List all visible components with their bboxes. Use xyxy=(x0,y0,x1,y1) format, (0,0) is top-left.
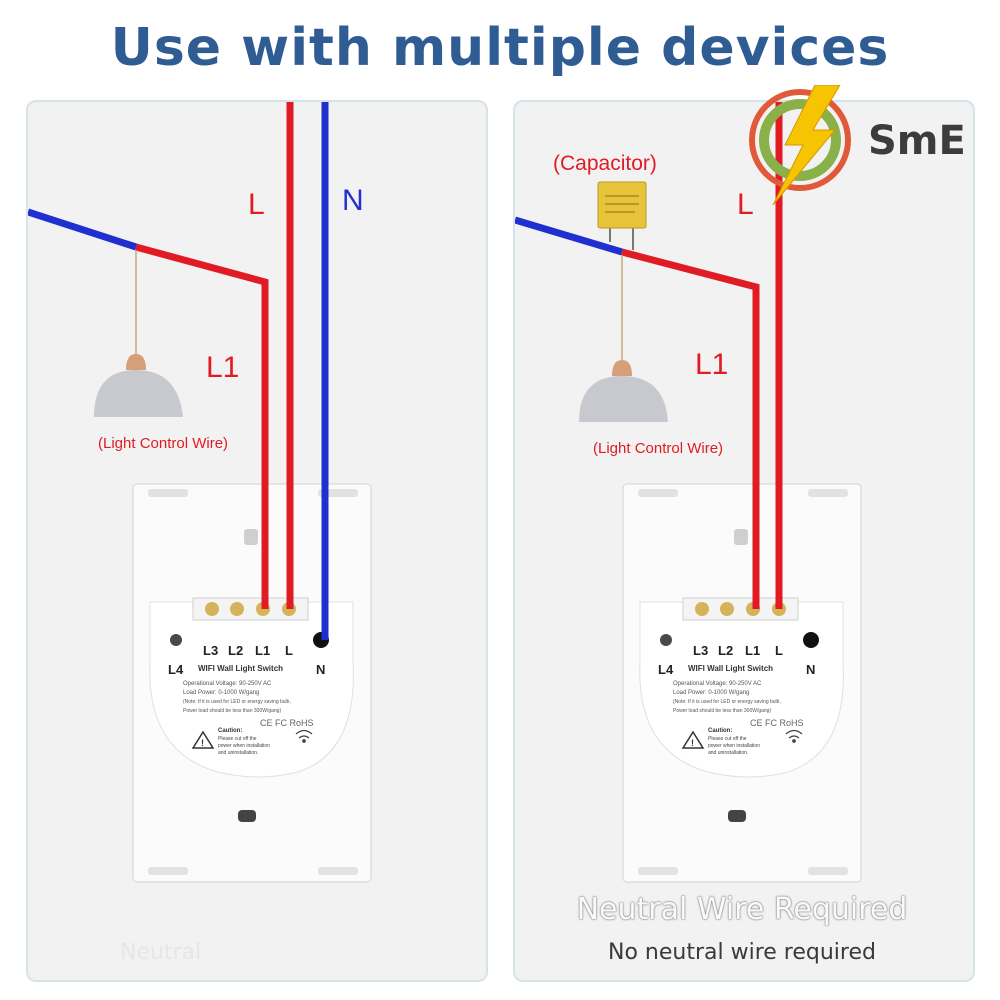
switch-model: WIFI Wall Light Switch xyxy=(688,664,773,673)
faded-caption: Neutral xyxy=(120,940,202,965)
switch-spec-line: Power load should be less than 300W/gang… xyxy=(673,708,771,714)
wifi-icon xyxy=(295,729,313,743)
lamp-neutral-wire xyxy=(515,216,624,256)
wifi-icon xyxy=(785,729,803,743)
terminal-label: L2 xyxy=(228,643,243,658)
capacitor-icon xyxy=(597,181,647,250)
caution-line: Please cut off the xyxy=(708,736,747,742)
caution-title: Caution: xyxy=(708,728,732,734)
terminal-label: L1 xyxy=(745,643,760,658)
switch-spec-line: (Note: If it is used for LED or energy s… xyxy=(183,699,291,705)
label-l: L xyxy=(248,188,265,221)
terminal-l4-screw xyxy=(660,634,672,646)
label-l1: L1 xyxy=(206,351,239,384)
caution-line: Please cut off the xyxy=(218,736,257,742)
caution-title: Caution: xyxy=(218,728,242,734)
light-control-wire-red xyxy=(621,248,760,609)
label-n: N xyxy=(342,184,364,217)
terminal-label: L3 xyxy=(203,643,218,658)
wiring xyxy=(28,102,329,640)
no-neutral-caption: No neutral wire required xyxy=(608,940,876,965)
terminal-screw xyxy=(205,602,219,616)
lamp-caption: (Light Control Wire) xyxy=(593,440,723,457)
warning-icon: ! xyxy=(681,730,705,749)
switch-certs: CE FC RoHS xyxy=(750,718,804,728)
caution-line: power when installation xyxy=(218,743,270,749)
terminal-l4-label: L4 xyxy=(168,662,184,677)
lamp-neutral-wire xyxy=(28,208,138,251)
switch-back-plate: L3 L2 L1 L L4 N WIFI Wall Light Switch O… xyxy=(132,483,372,883)
warning-icon: ! xyxy=(191,730,215,749)
label-l1: L1 xyxy=(695,348,728,381)
switch-spec-line: Operational Voltage: 90-250V AC xyxy=(673,681,762,687)
terminal-label: L2 xyxy=(718,643,733,658)
caution-line: and uninstallation. xyxy=(218,750,258,756)
right-wiring-panel: L3 L2 L1 L L4 N WIFI Wall Light Switch O… xyxy=(513,100,975,982)
label-l: L xyxy=(737,188,754,221)
switch-spec-line: Power load should be less than 300W/gang… xyxy=(183,708,281,714)
terminal-n-label: N xyxy=(316,662,325,677)
terminal-l4-screw xyxy=(170,634,182,646)
terminal-label: L xyxy=(285,643,293,658)
capacitor-label: (Capacitor) xyxy=(553,152,657,175)
svg-text:!: ! xyxy=(201,738,204,748)
light-control-wire-red xyxy=(135,243,269,609)
pendant-lamp-icon xyxy=(94,250,183,417)
brand-name: SmE xyxy=(868,118,966,164)
caution-line: and uninstallation. xyxy=(708,750,748,756)
switch-model: WIFI Wall Light Switch xyxy=(198,664,283,673)
sme-logo-icon xyxy=(749,85,851,205)
terminal-n-label: N xyxy=(806,662,815,677)
page-title: Use with multiple devices xyxy=(110,18,890,78)
terminal-screw xyxy=(720,602,734,616)
pendant-lamp-icon xyxy=(579,255,668,422)
neutral-wire-caption: Neutral Wire Required xyxy=(576,892,908,927)
terminal-label: L1 xyxy=(255,643,270,658)
lamp-caption: (Light Control Wire) xyxy=(98,435,228,452)
switch-certs: CE FC RoHS xyxy=(260,718,314,728)
switch-back-plate: L3 L2 L1 L L4 N WIFI Wall Light Switch O… xyxy=(622,483,862,883)
switch-spec-line: Operational Voltage: 90-250V AC xyxy=(183,681,272,687)
wiring xyxy=(515,102,783,609)
switch-spec-line: Load Power: 0-1000 W/gang xyxy=(673,690,749,696)
left-wiring-panel: L3 L2 L1 L L4 N WIFI Wall Light Switch O… xyxy=(26,100,488,982)
terminal-l4-label: L4 xyxy=(658,662,674,677)
switch-spec-line: (Note: If it is used for LED or energy s… xyxy=(673,699,781,705)
terminal-screw xyxy=(230,602,244,616)
switch-spec-line: Load Power: 0-1000 W/gang xyxy=(183,690,259,696)
svg-text:!: ! xyxy=(691,738,694,748)
terminal-screw xyxy=(695,602,709,616)
terminal-label: L3 xyxy=(693,643,708,658)
terminal-label: L xyxy=(775,643,783,658)
terminal-n-screw xyxy=(803,632,819,648)
caution-line: power when installation xyxy=(708,743,760,749)
